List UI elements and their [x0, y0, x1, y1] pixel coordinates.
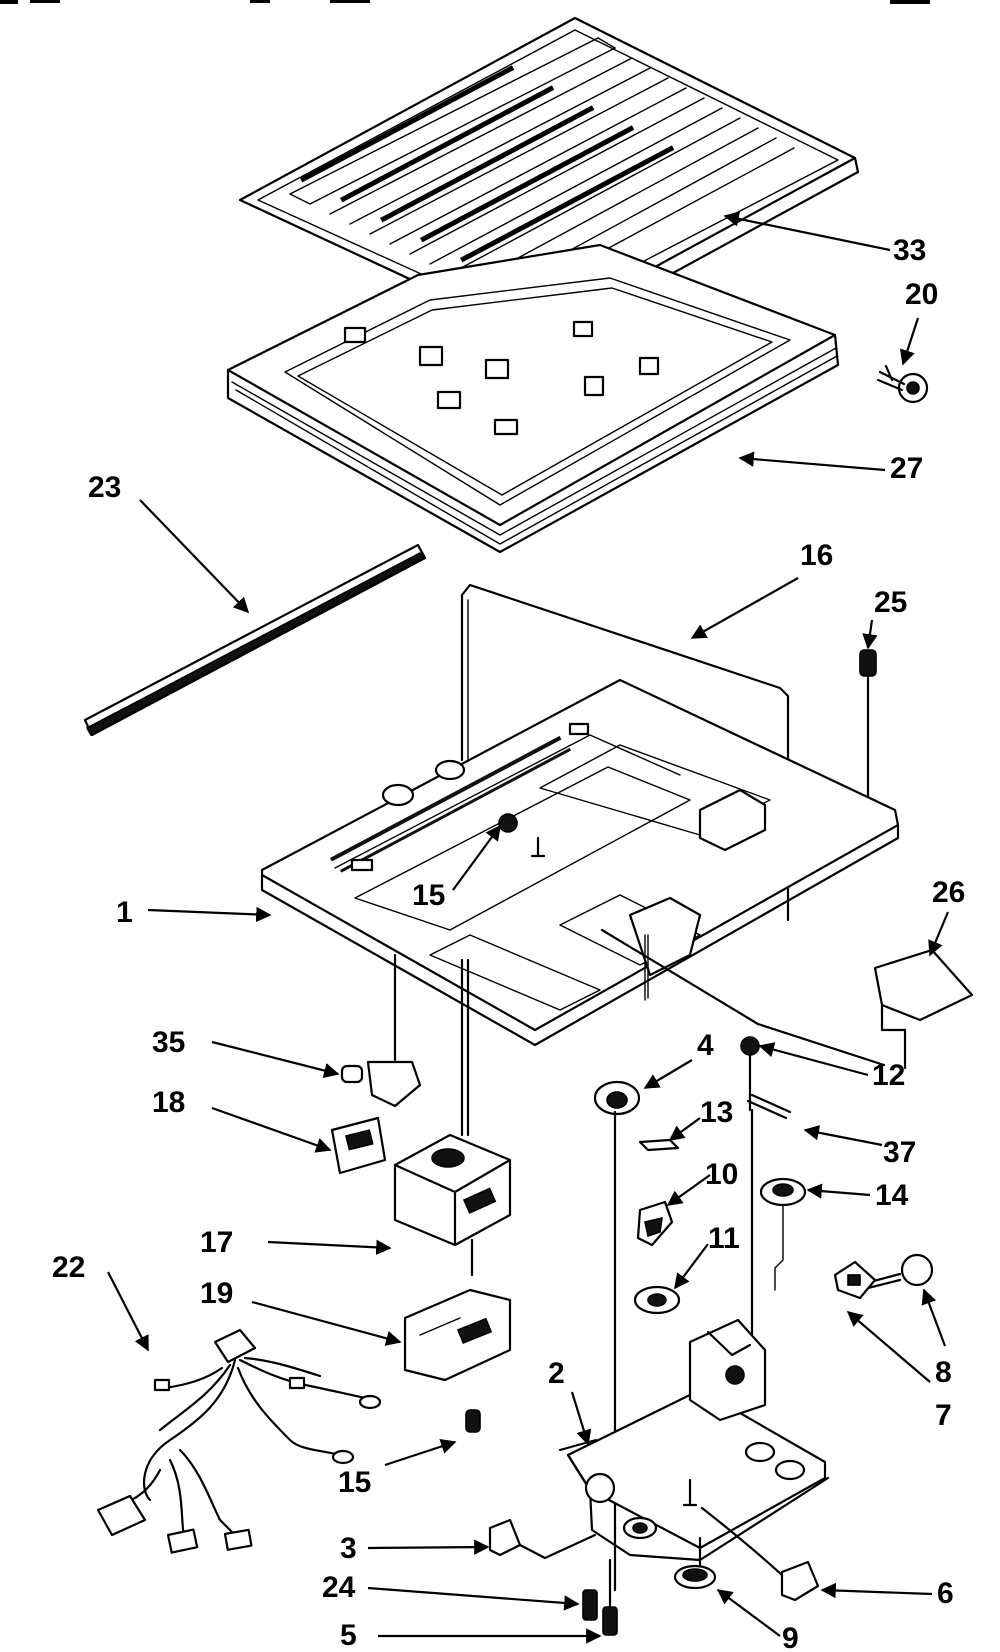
- callout-labels: 33 20 27 23 16 25 1 15 26 35 4 12 18 13 …: [52, 234, 965, 1652]
- callout-5: 5: [340, 1619, 357, 1652]
- callout-16: 16: [800, 539, 833, 572]
- callout-2: 2: [548, 1357, 565, 1390]
- part-18-switch: [330, 1116, 387, 1175]
- callout-15-upper: 15: [412, 879, 445, 912]
- part-22-wire-harness: [96, 1328, 382, 1554]
- callout-23: 23: [88, 471, 121, 504]
- callout-24: 24: [322, 1571, 356, 1604]
- part-17-control-box: [393, 958, 512, 1277]
- callout-18: 18: [152, 1086, 185, 1119]
- callout-4: 4: [697, 1029, 714, 1062]
- part-8-knob: [866, 1253, 934, 1290]
- part-1-base-panel: [260, 678, 900, 1067]
- part-37-pin: [746, 1093, 792, 1120]
- part-27-frame: [226, 243, 840, 554]
- part-9-foot: [673, 1536, 717, 1590]
- callout-14: 14: [875, 1179, 909, 1212]
- callout-33: 33: [893, 234, 926, 267]
- part-7-clip: [833, 1260, 877, 1300]
- callout-8: 8: [935, 1356, 952, 1389]
- part-4-grommet: [593, 1080, 641, 1592]
- part-15-screw-lower: [465, 1409, 481, 1433]
- part-6-cap: [700, 1506, 820, 1602]
- part-19-bracket: [403, 1288, 512, 1382]
- callout-37: 37: [883, 1136, 916, 1169]
- callout-11: 11: [708, 1222, 740, 1255]
- callout-6: 6: [937, 1577, 954, 1610]
- part-13-clip: [638, 1138, 680, 1152]
- leader-lines: [107, 211, 950, 1644]
- part-35-sensor: [340, 953, 422, 1108]
- part-10-clamp: [636, 1200, 674, 1247]
- part-26-bracket: [873, 948, 974, 1070]
- callout-22: 22: [52, 1251, 85, 1284]
- part-20-screw: [876, 364, 929, 404]
- callout-20: 20: [905, 278, 938, 311]
- part-11-grommet: [633, 1285, 681, 1315]
- callout-27: 27: [890, 452, 923, 485]
- callout-10: 10: [705, 1158, 738, 1191]
- part-33-grille: [238, 16, 860, 352]
- header-fragments: [0, 0, 930, 4]
- callout-15-lower: 15: [338, 1466, 371, 1499]
- part-16-wire: [460, 583, 790, 922]
- part-5-screw: [602, 1558, 618, 1636]
- callout-3: 3: [340, 1532, 357, 1565]
- callout-19: 19: [200, 1277, 233, 1310]
- part-23-strip: [83, 543, 427, 737]
- part-25-screw: [859, 649, 877, 810]
- callout-7: 7: [935, 1399, 952, 1432]
- callout-25: 25: [874, 586, 907, 619]
- callout-1: 1: [116, 896, 133, 929]
- part-14-grommet: [759, 1177, 807, 1291]
- part-15-screw-upper: [498, 813, 546, 858]
- callout-9: 9: [782, 1622, 799, 1652]
- part-3-connector: [488, 1518, 597, 1560]
- callout-17: 17: [200, 1226, 233, 1259]
- callout-35: 35: [152, 1026, 185, 1059]
- callout-26: 26: [932, 876, 965, 909]
- callout-12: 12: [872, 1059, 905, 1092]
- part-24-screw: [582, 1589, 598, 1621]
- part-2-lower-tray: [558, 1318, 830, 1562]
- callout-13: 13: [700, 1096, 733, 1129]
